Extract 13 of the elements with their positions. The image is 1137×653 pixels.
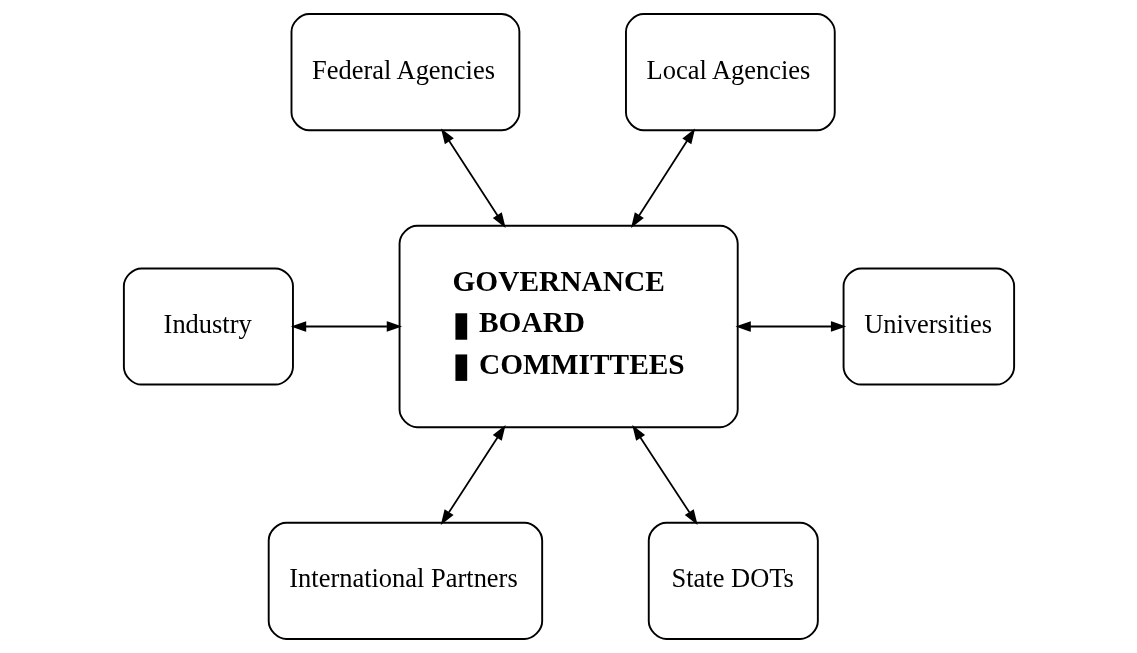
node-box: Federal Agencies: [290, 13, 520, 132]
node-box: Industry: [122, 267, 294, 386]
arrow: [440, 128, 506, 228]
arrow: [735, 321, 846, 332]
arrow: [631, 425, 698, 525]
arrow: [290, 321, 402, 332]
node-box: GOVERNANCE BOARD COMMITTEES: [398, 224, 739, 429]
arrow: [630, 128, 695, 228]
node-box: International Partners: [267, 521, 543, 640]
node-box: Local Agencies: [624, 13, 836, 132]
node-box: Universities: [842, 267, 1015, 386]
arrow: [440, 425, 506, 525]
node-box: State DOTs: [647, 521, 819, 640]
